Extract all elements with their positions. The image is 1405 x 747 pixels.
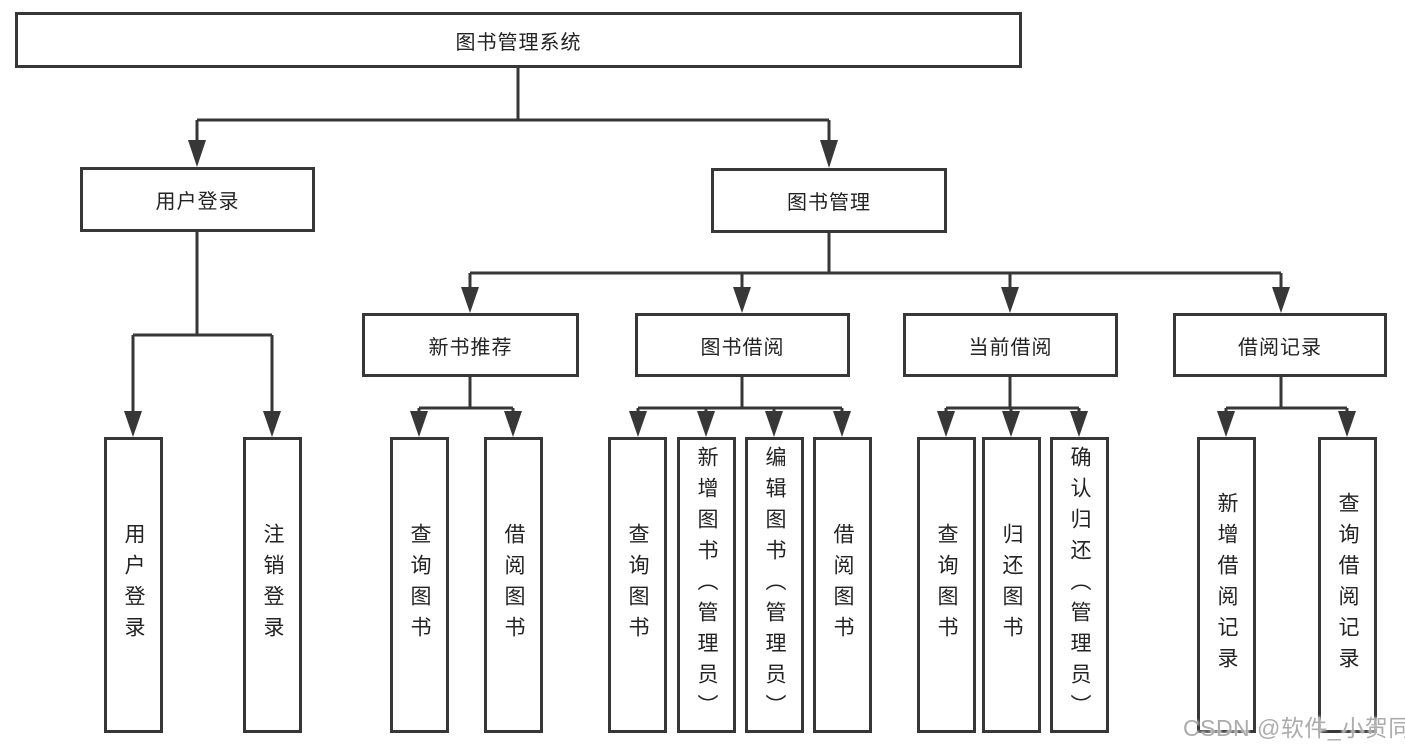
node-book-borrowing: 图书借阅 <box>635 313 850 377</box>
connector-root-to-level2 <box>195 68 831 141</box>
arrowheads <box>124 140 1356 437</box>
connector-user-login-children <box>131 232 274 412</box>
node-new-book-recommend: 新书推荐 <box>362 313 579 377</box>
connector-new-book-children <box>417 377 515 412</box>
leaf-query-books-current: 查询图书 <box>917 437 976 733</box>
leaf-borrow-books-borrow: 借阅图书 <box>813 437 872 733</box>
connector-book-management-children <box>468 233 1283 288</box>
node-borrow-records: 借阅记录 <box>1173 313 1387 377</box>
leaf-borrow-books-newrec: 借阅图书 <box>484 437 543 733</box>
node-book-management: 图书管理 <box>711 168 947 233</box>
node-user-login: 用户登录 <box>80 167 315 232</box>
leaf-user-login: 用户登录 <box>104 437 163 733</box>
leaf-add-borrow-record: 新增借阅记录 <box>1197 437 1256 733</box>
leaf-add-books-admin: 新增图书（管理员） <box>677 437 736 733</box>
connector-borrow-records-children <box>1224 377 1349 412</box>
leaf-query-books-newrec: 查询图书 <box>390 437 449 733</box>
node-root: 图书管理系统 <box>15 12 1022 68</box>
leaf-edit-books-admin: 编辑图书（管理员） <box>745 437 804 733</box>
leaf-return-books: 归还图书 <box>982 437 1041 733</box>
leaf-query-borrow-record: 查询借阅记录 <box>1318 437 1377 733</box>
connector-book-borrow-children <box>636 377 844 412</box>
leaf-confirm-return-admin: 确认归还（管理员） <box>1050 437 1109 733</box>
leaf-query-books-borrow: 查询图书 <box>608 437 667 733</box>
leaf-logout: 注销登录 <box>243 437 302 733</box>
node-current-borrowing: 当前借阅 <box>903 313 1118 377</box>
watermark-text: CSDN @软件_小贺同学 <box>1183 715 1405 741</box>
connector-current-borrow-children <box>944 377 1081 412</box>
